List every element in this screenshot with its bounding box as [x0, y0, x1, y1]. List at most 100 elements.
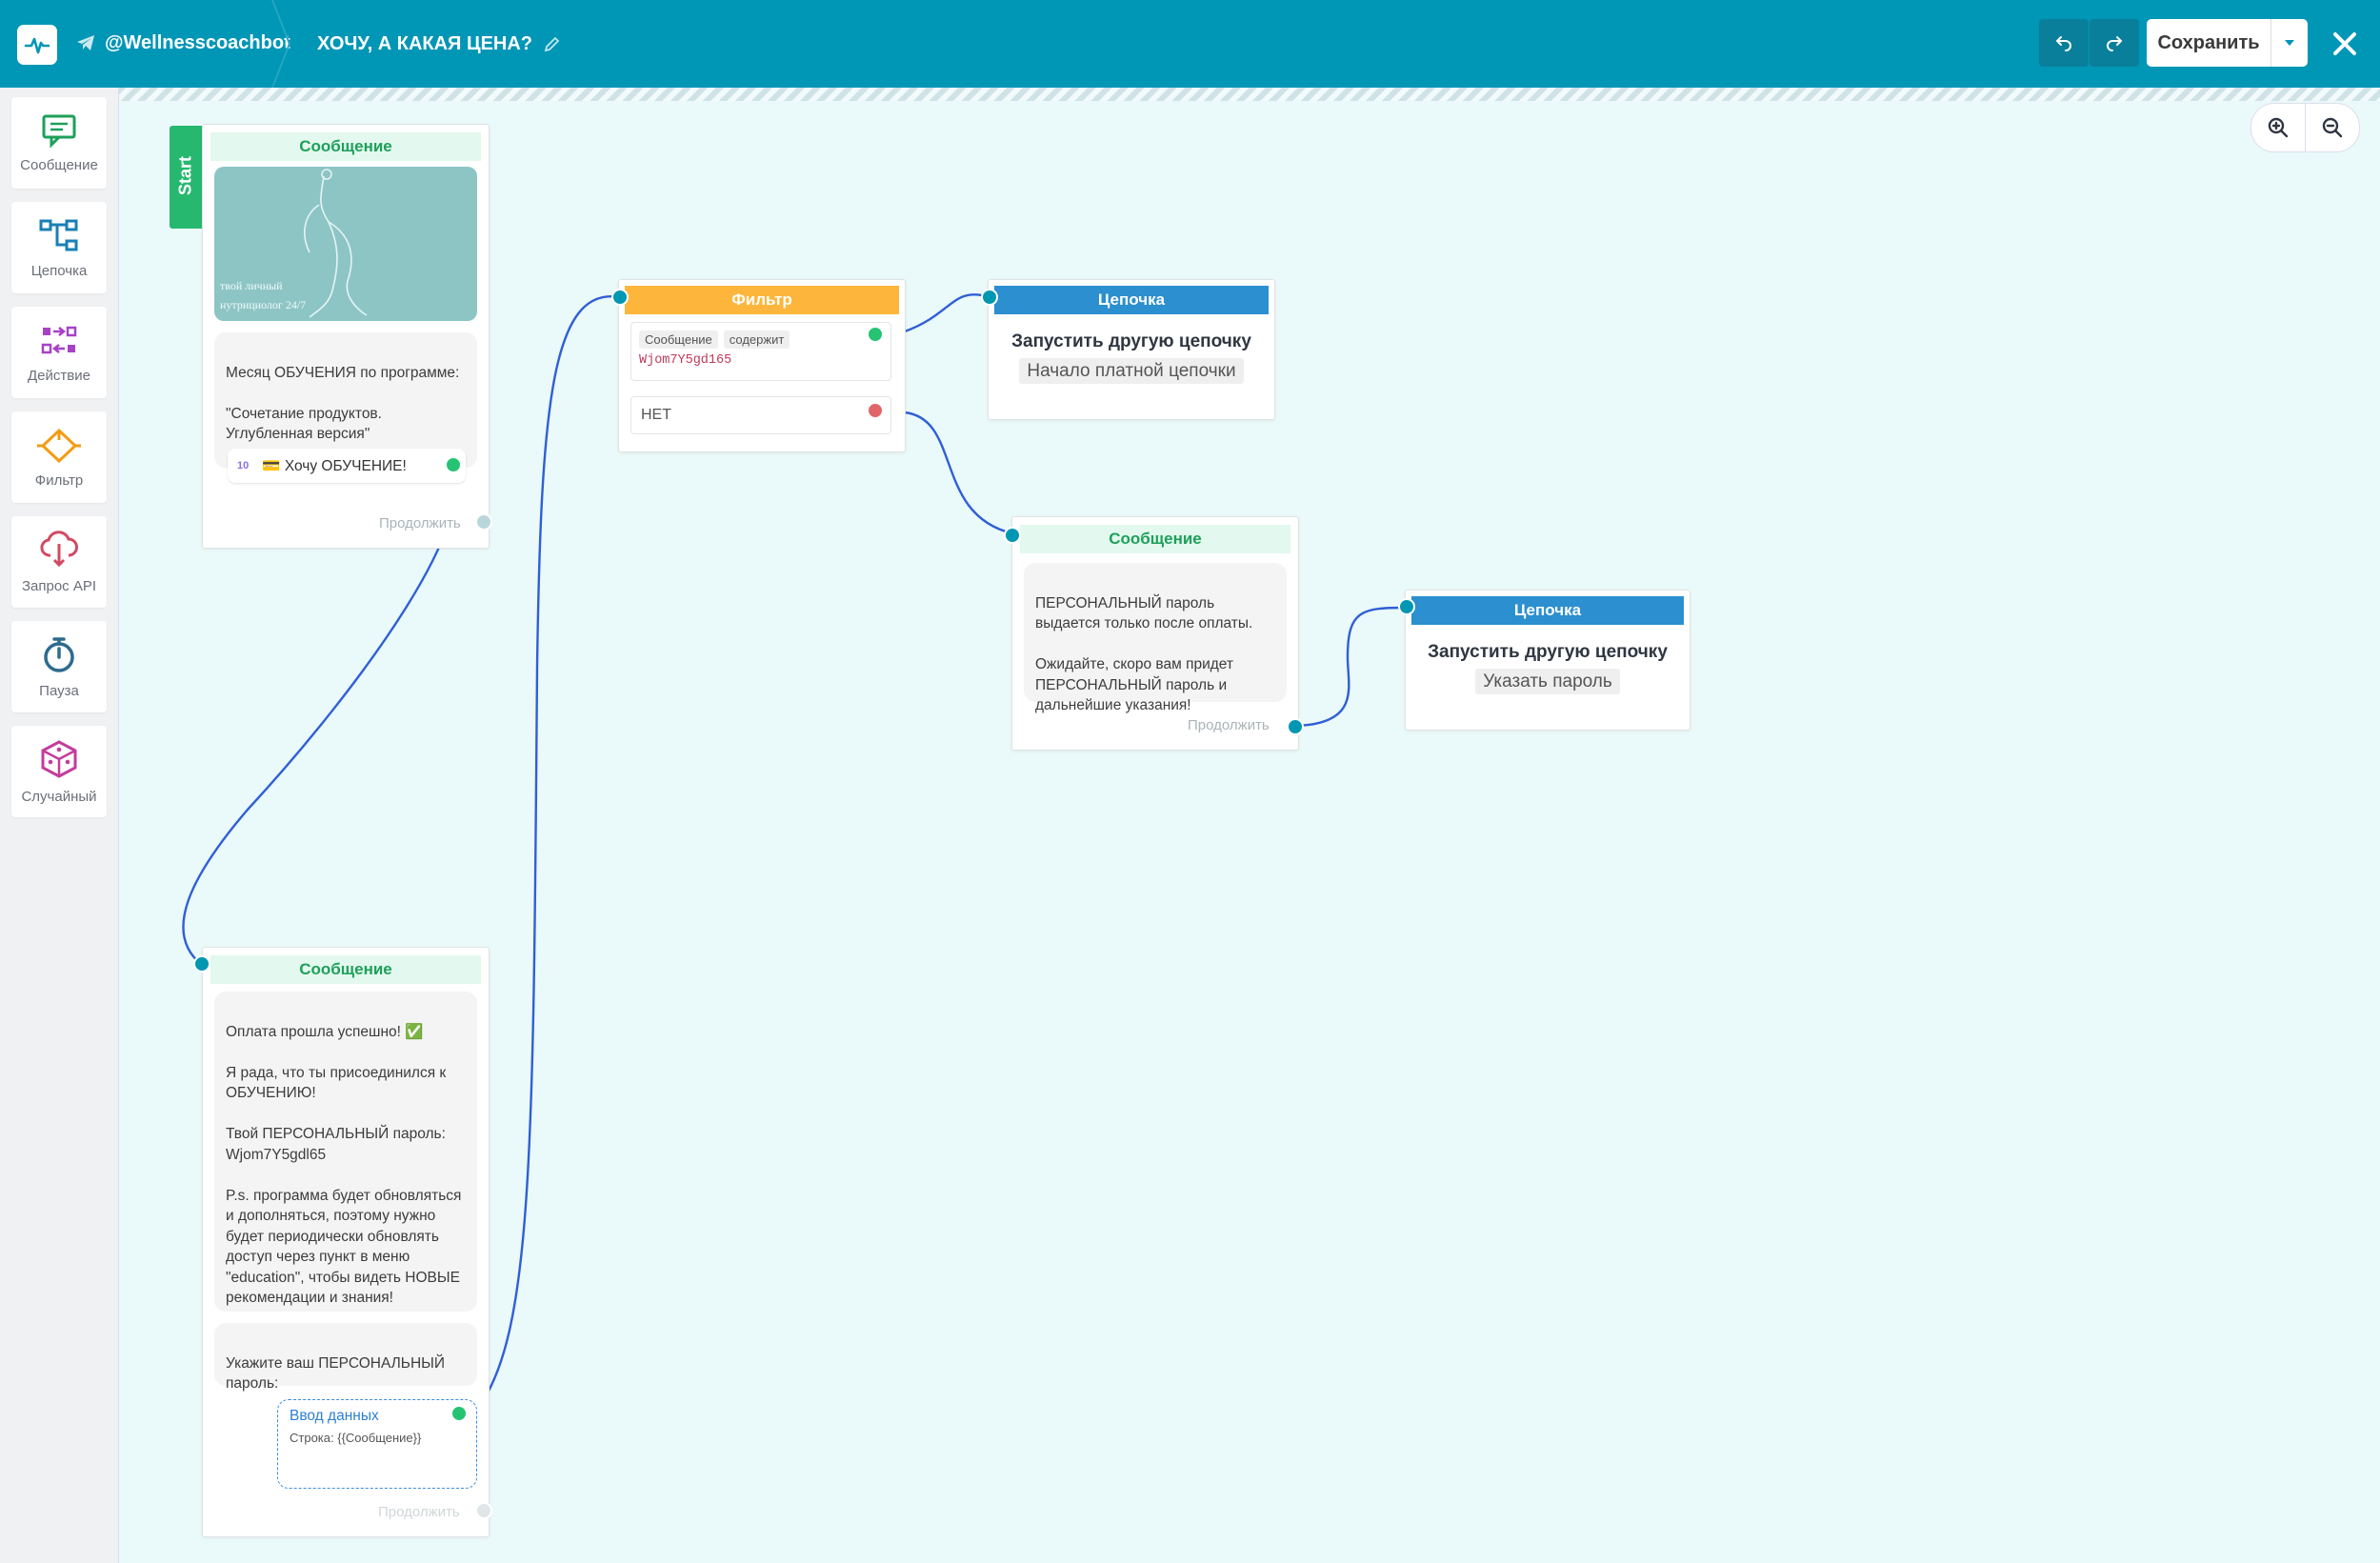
chain-title: Запустить другую цепочку	[1011, 331, 1251, 351]
node-header: Сообщение	[210, 955, 481, 984]
flow-title-label: ХОЧУ, А КАКАЯ ЦЕНА?	[317, 32, 533, 54]
node-header: Цепочка	[994, 286, 1269, 314]
input-output-port[interactable]	[450, 1405, 468, 1422]
data-input-block[interactable]: Ввод данных Строка: {{Сообщение}}	[277, 1399, 477, 1489]
edit-pencil-icon[interactable]	[544, 35, 561, 52]
canvas-top-border	[118, 88, 2380, 101]
filter-condition[interactable]: Сообщение содержит Wjom7Y5gd165	[630, 322, 891, 381]
figure-illustration-icon	[304, 169, 368, 318]
condition-operator: содержит	[723, 331, 790, 349]
payment-service-icon: 10	[237, 460, 250, 471]
palette-item-random[interactable]: Случайный	[11, 726, 107, 817]
breadcrumb-separator	[271, 0, 291, 88]
node-header: Сообщение	[210, 132, 481, 161]
redo-button[interactable]	[2090, 19, 2139, 67]
palette-item-label: Сообщение	[20, 156, 98, 173]
zoom-out-button[interactable]	[2305, 103, 2360, 152]
undo-button[interactable]	[2039, 19, 2089, 67]
undo-icon	[2055, 36, 2071, 51]
palette-item-filter[interactable]: Фильтр	[11, 411, 107, 503]
palette-item-label: Фильтр	[34, 471, 84, 489]
palette-item-label: Случайный	[21, 788, 97, 805]
continue-output-port[interactable]	[475, 513, 492, 531]
chain-title: Запустить другую цепочку	[1428, 642, 1668, 662]
button-output-port[interactable]	[445, 456, 462, 473]
wire-filter-yes-to-chain[interactable]	[904, 293, 990, 333]
close-button[interactable]	[2326, 25, 2364, 63]
wire-input-to-filter[interactable]	[477, 294, 621, 1409]
continue-label: Продолжить	[1188, 717, 1270, 733]
api-request-icon	[40, 530, 78, 567]
image-caption: твой личный	[220, 279, 283, 292]
palette-item-action[interactable]: Действие	[11, 307, 107, 398]
save-options-dropdown[interactable]	[2270, 19, 2308, 67]
app-logo-icon[interactable]	[17, 25, 57, 65]
bot-name-label: @Wellnesscoachbot	[105, 31, 290, 53]
action-icon	[41, 326, 77, 353]
chain-target-label: Начало платной цепочки	[1019, 358, 1244, 384]
else-label: НЕТ	[641, 407, 671, 423]
palette-item-label: Действие	[28, 367, 90, 384]
palette-item-api-request[interactable]: Запрос API	[11, 516, 107, 608]
chain-input-port[interactable]	[981, 289, 998, 306]
top-bar: @Wellnesscoachbot ХОЧУ, А КАКАЯ ЦЕНА? Со…	[0, 0, 2380, 88]
filter-yes-port[interactable]	[867, 326, 884, 343]
message-input-port[interactable]	[1004, 527, 1021, 544]
zoom-out-icon	[2322, 117, 2343, 138]
node-header: Цепочка	[1411, 596, 1684, 625]
message-text-bubble[interactable]: Месяц ОБУЧЕНИЯ по программе: "Сочетание …	[214, 332, 477, 468]
node-header: Сообщение	[1020, 525, 1290, 553]
telegram-icon	[77, 35, 94, 50]
continue-output-port[interactable]	[1287, 718, 1304, 735]
chain-target[interactable]: Указать пароль	[1406, 669, 1690, 694]
node-chain-paid[interactable]: Цепочка Запустить другую цепочку Начало …	[988, 279, 1275, 420]
message-input-port[interactable]	[193, 955, 210, 972]
zoom-in-icon	[2268, 117, 2289, 138]
condition-value: Wjom7Y5gd165	[639, 353, 732, 368]
node-payment-message[interactable]: Сообщение Оплата прошла успешно! ✅ Я рад…	[202, 947, 492, 1537]
wire-message-to-chain[interactable]	[1294, 606, 1409, 728]
filter-input-port[interactable]	[611, 289, 629, 306]
message-text: Месяц ОБУЧЕНИЯ по программе: "Сочетание …	[226, 364, 460, 443]
continue-output-port[interactable]	[475, 1502, 492, 1519]
message-text: ПЕРСОНАЛЬНЫЙ пароль выдается только посл…	[1035, 594, 1253, 714]
palette-item-label: Запрос API	[21, 577, 97, 594]
continue-label: Продолжить	[378, 1504, 460, 1520]
palette-item-label: Цепочка	[30, 262, 88, 279]
palette-item-message[interactable]: Сообщение	[11, 97, 107, 189]
flow-title[interactable]: ХОЧУ, А КАКАЯ ЦЕНА?	[317, 29, 561, 59]
prompt-text: Укажите ваш ПЕРСОНАЛЬНЫЙ пароль:	[226, 1354, 446, 1393]
button-label: 💳 Хочу ОБУЧЕНИЕ!	[262, 457, 407, 474]
image-caption: нутрициолог 24/7	[220, 298, 307, 311]
message-icon	[42, 114, 76, 148]
caret-down-icon	[2285, 40, 2294, 46]
start-label: Start	[175, 156, 195, 196]
message-text: Оплата прошла успешно! ✅ Я рада, что ты …	[226, 1023, 462, 1307]
palette-item-label: Пауза	[39, 682, 79, 699]
wire-filter-no-to-message[interactable]	[904, 411, 1013, 535]
palette-item-pause[interactable]: Пауза	[11, 621, 107, 712]
node-start-message[interactable]: Сообщение твой личный нутрициолог 24/7 М…	[202, 124, 492, 549]
message-text-bubble[interactable]: Оплата прошла успешно! ✅ Я рада, что ты …	[214, 992, 477, 1312]
chain-icon	[39, 219, 78, 250]
palette-item-chain[interactable]: Цепочка	[11, 202, 107, 293]
input-title: Ввод данных	[290, 1408, 379, 1424]
node-chain-password[interactable]: Цепочка Запустить другую цепочку Указать…	[1405, 590, 1690, 731]
message-image[interactable]: твой личный нутрициолог 24/7	[214, 167, 477, 321]
filter-no-port[interactable]	[867, 402, 884, 419]
condition-field: Сообщение	[639, 331, 718, 349]
filter-else[interactable]: НЕТ	[630, 396, 891, 434]
save-button[interactable]: Сохранить	[2147, 19, 2270, 67]
zoom-in-button[interactable]	[2250, 103, 2306, 152]
chain-input-port[interactable]	[1398, 598, 1415, 615]
message-text-bubble[interactable]: ПЕРСОНАЛЬНЫЙ пароль выдается только посл…	[1024, 563, 1287, 713]
start-tab[interactable]: Start	[170, 126, 202, 229]
prompt-text-bubble[interactable]: Укажите ваш ПЕРСОНАЛЬНЫЙ пароль:	[214, 1323, 477, 1392]
url-button[interactable]: 10 💳 Хочу ОБУЧЕНИЕ!	[228, 449, 466, 483]
node-password-message[interactable]: Сообщение ПЕРСОНАЛЬНЫЙ пароль выдается т…	[1011, 516, 1299, 751]
random-dice-icon	[41, 739, 77, 778]
bot-name[interactable]: @Wellnesscoachbot	[76, 29, 290, 57]
chain-target[interactable]: Начало платной цепочки	[989, 358, 1274, 384]
redo-icon	[2107, 36, 2123, 51]
